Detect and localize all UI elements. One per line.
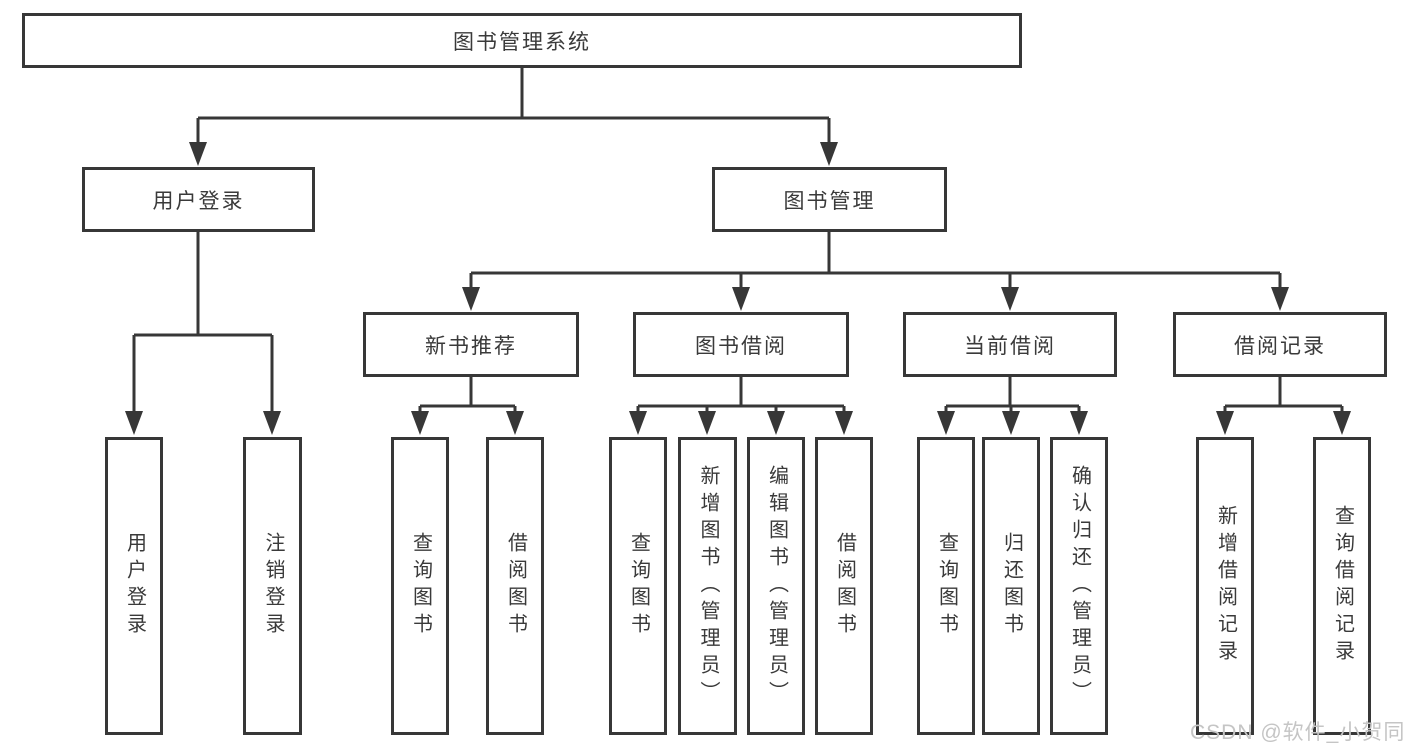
- node-label: 归还图书: [1000, 532, 1023, 640]
- node-label: 图书借阅: [695, 334, 787, 358]
- node-label: 图书管理系统: [453, 30, 591, 54]
- arrow-down-icon: [767, 411, 785, 435]
- arrow-down-icon: [820, 142, 838, 166]
- node-label: 借阅图书: [504, 532, 527, 640]
- arrow-down-icon: [506, 411, 524, 435]
- node-book-management: 图书管理: [712, 167, 947, 232]
- node-label: 查询借阅记录: [1331, 505, 1354, 667]
- arrow-down-icon: [1070, 411, 1088, 435]
- leaf-borrowing-edit-book-admin: 编辑图书（管理员）: [747, 437, 805, 735]
- leaf-logout: 注销登录: [243, 437, 302, 735]
- node-label: 新增图书（管理员）: [697, 464, 719, 708]
- leaf-current-return-book: 归还图书: [982, 437, 1040, 735]
- node-book-borrowing: 图书借阅: [633, 312, 849, 377]
- arrow-down-icon: [462, 287, 480, 311]
- arrow-down-icon: [835, 411, 853, 435]
- connector-segments: [132, 68, 1344, 412]
- node-label: 编辑图书（管理员）: [765, 464, 788, 708]
- csdn-watermark: CSDN @软件_小贺同学: [1190, 721, 1405, 744]
- node-label: 图书管理: [783, 189, 876, 213]
- arrow-down-icon: [1333, 411, 1351, 435]
- node-label: 新增借阅记录: [1214, 505, 1237, 667]
- leaf-borrowing-add-book-admin: 新增图书（管理员）: [678, 437, 737, 735]
- leaf-recommend-query-book: 查询图书: [391, 437, 449, 735]
- leaf-records-query-record: 查询借阅记录: [1313, 437, 1371, 735]
- node-label: 查询图书: [627, 532, 650, 640]
- leaf-recommend-borrow-book: 借阅图书: [486, 437, 544, 735]
- node-library-system: 图书管理系统: [22, 13, 1022, 68]
- arrow-down-icon: [937, 411, 955, 435]
- arrow-down-icon: [1002, 411, 1020, 435]
- leaf-borrowing-borrow-book: 借阅图书: [815, 437, 873, 735]
- arrow-down-icon: [698, 411, 716, 435]
- arrow-down-icon: [411, 411, 429, 435]
- node-new-book-recommend: 新书推荐: [363, 312, 579, 377]
- node-label: 用户登录: [152, 189, 245, 213]
- node-label: 注销登录: [262, 532, 284, 640]
- node-label: 借阅记录: [1234, 334, 1326, 358]
- arrow-down-icon: [732, 287, 750, 311]
- node-label: 查询图书: [935, 532, 958, 640]
- node-label: 借阅图书: [833, 532, 856, 640]
- arrowheads: [125, 142, 1351, 435]
- node-label: 查询图书: [409, 532, 432, 640]
- node-user-login: 用户登录: [82, 167, 315, 232]
- node-borrow-records: 借阅记录: [1173, 312, 1387, 377]
- arrow-down-icon: [1271, 287, 1289, 311]
- node-label: 用户登录: [123, 532, 146, 640]
- arrow-down-icon: [263, 411, 281, 435]
- arrow-down-icon: [125, 411, 143, 435]
- arrow-down-icon: [629, 411, 647, 435]
- arrow-down-icon: [1001, 287, 1019, 311]
- node-label: 新书推荐: [425, 334, 517, 358]
- arrow-down-icon: [1216, 411, 1234, 435]
- node-current-borrowing: 当前借阅: [903, 312, 1117, 377]
- leaf-records-add-record: 新增借阅记录: [1196, 437, 1254, 735]
- leaf-user-login: 用户登录: [105, 437, 163, 735]
- leaf-current-confirm-return-admin: 确认归还（管理员）: [1050, 437, 1108, 735]
- node-label: 当前借阅: [964, 334, 1056, 358]
- arrow-down-icon: [189, 142, 207, 166]
- leaf-borrowing-query-book: 查询图书: [609, 437, 667, 735]
- node-label: 确认归还（管理员）: [1068, 464, 1091, 708]
- leaf-current-query-book: 查询图书: [917, 437, 975, 735]
